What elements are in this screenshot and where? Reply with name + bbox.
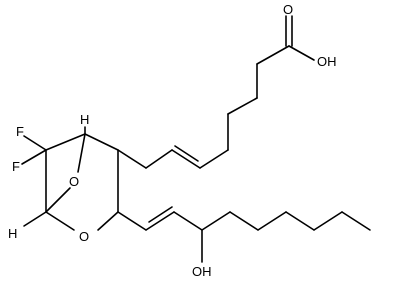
bond-c-oh <box>288 45 315 61</box>
bond-lower-3 <box>201 211 231 231</box>
bond-ring-top <box>84 133 119 151</box>
bond-lower-8 <box>341 211 371 231</box>
side-hydroxyl-label: OH <box>192 264 212 279</box>
bond-lower-4 <box>229 211 259 231</box>
ring-oxygen-label: O <box>79 229 89 244</box>
bond-trans-double-a <box>145 211 175 231</box>
bond-lower-6 <box>285 211 315 231</box>
bond-lower-5 <box>257 211 287 231</box>
bond-chain-3 <box>227 97 258 115</box>
hydrogen-label-1: H <box>80 112 89 127</box>
bond-ring-left-upper <box>45 133 86 151</box>
bond-lower-7 <box>313 211 343 231</box>
bond-ring-bottom-left <box>45 211 75 231</box>
bond-cf-2 <box>21 149 47 165</box>
bond-cis-double-a <box>171 149 201 169</box>
bond-chain-5 <box>199 149 229 169</box>
carbonyl-oxygen-label: O <box>283 2 293 17</box>
hydrogen-label-2: H <box>8 226 17 241</box>
bond-ch-bottom <box>23 211 47 227</box>
bond-bridge-top <box>77 133 86 173</box>
bond-lower-1 <box>117 211 147 231</box>
bond-bridge-bottom <box>45 187 71 213</box>
bond-chain-7 <box>117 149 147 169</box>
carboxylic-acid-group: O OH <box>283 2 337 69</box>
upper-side-chain <box>117 45 290 169</box>
bond-trans-double-b <box>148 206 173 223</box>
lower-side-chain: OH <box>117 206 371 279</box>
bond-cf-1 <box>23 135 47 151</box>
bridge-oxygen-label: O <box>69 174 79 189</box>
bond-lower-2 <box>173 211 203 231</box>
hydroxyl-label: OH <box>317 54 337 69</box>
bond-chain-1 <box>256 45 290 65</box>
fluorine-label-2: F <box>12 159 20 174</box>
bond-ring-bottom-right <box>97 211 119 231</box>
bond-cis-double-b <box>174 145 199 162</box>
bicyclic-ring: F F O O H H <box>8 112 119 244</box>
bond-chain-6 <box>145 149 173 169</box>
fluorine-label-1: F <box>16 124 24 139</box>
